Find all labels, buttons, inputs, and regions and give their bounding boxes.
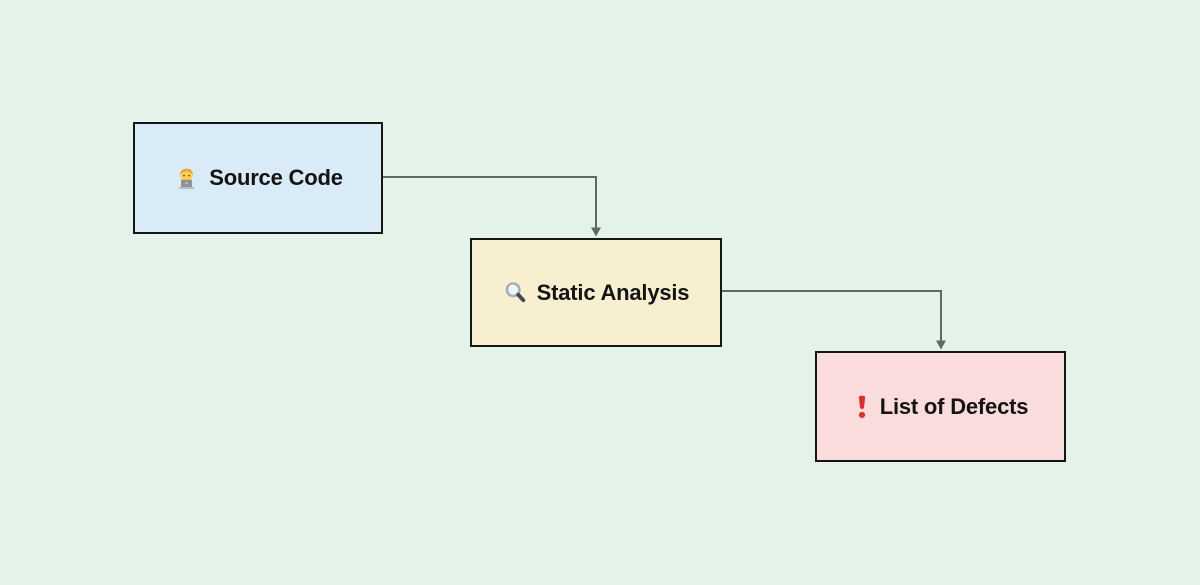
edge-static-analysis-to-list-of-defects [722,290,946,350]
node-label: Static Analysis [536,279,690,305]
node-list-of-defects: List of Defects [815,351,1066,462]
node-static-analysis: Static Analysis [470,238,722,347]
node-label: List of Defects [879,393,1029,419]
edge-source-code-to-static-analysis [383,176,601,237]
magnifying-glass-icon [503,280,528,305]
technologist-icon [173,165,200,192]
node-label: Source Code [209,165,343,190]
exclamation-icon [853,393,871,420]
arrowhead-icon [936,340,946,350]
arrowhead-icon [591,227,601,237]
node-source-code: Source Code [133,122,383,234]
